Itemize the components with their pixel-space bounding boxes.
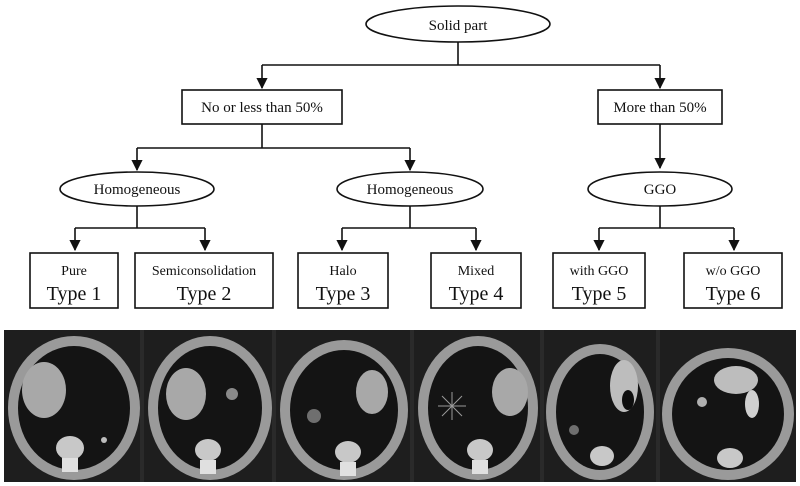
type-3-name: Type 3 [316, 283, 371, 305]
type-1-sub: Pure [61, 264, 87, 279]
connectors [69, 42, 740, 252]
type-5-name: Type 5 [572, 283, 627, 305]
ct-scan-type-2 [144, 330, 272, 482]
type-box-4: Mixed Type 4 [430, 252, 522, 309]
node-more-than-50: More than 50% [597, 89, 723, 125]
type-2-name: Type 2 [177, 283, 232, 305]
ct-scan-type-5 [544, 330, 656, 482]
type-3-sub: Halo [329, 264, 356, 279]
type-1-name: Type 1 [47, 283, 102, 305]
node-more-than-50-label: More than 50% [613, 100, 706, 116]
node-less-than-50-label: No or less than 50% [201, 100, 323, 116]
ct-scan-type-4 [414, 330, 540, 482]
type-6-name: Type 6 [706, 283, 761, 305]
node-ggo-label: GGO [644, 182, 677, 198]
type-6-sub: w/o GGO [706, 264, 761, 279]
node-homogeneous-2-label: Homogeneous [367, 182, 454, 198]
type-box-3: Halo Type 3 [297, 252, 389, 309]
type-4-sub: Mixed [458, 264, 495, 279]
ct-image-strip [4, 330, 796, 482]
type-box-6: w/o GGO Type 6 [683, 252, 783, 309]
classification-diagram: Solid part No or less than 50% More than… [29, 5, 783, 309]
root-node: Solid part [365, 5, 551, 43]
node-homogeneous-2: Homogeneous [336, 171, 484, 207]
ct-scan-type-1 [4, 330, 140, 482]
ct-scan-type-3 [276, 330, 410, 482]
node-less-than-50: No or less than 50% [181, 89, 343, 125]
node-homogeneous-1-label: Homogeneous [94, 182, 181, 198]
type-5-sub: with GGO [570, 264, 629, 279]
node-homogeneous-1: Homogeneous [59, 171, 215, 207]
root-label: Solid part [429, 18, 489, 34]
type-4-name: Type 4 [449, 283, 504, 305]
node-ggo: GGO [587, 171, 733, 207]
type-box-2: Semiconsolidation Type 2 [134, 252, 274, 309]
type-box-5: with GGO Type 5 [552, 252, 646, 309]
type-box-1: Pure Type 1 [29, 252, 119, 309]
ct-scan-type-6 [660, 330, 796, 482]
type-2-sub: Semiconsolidation [152, 264, 256, 279]
